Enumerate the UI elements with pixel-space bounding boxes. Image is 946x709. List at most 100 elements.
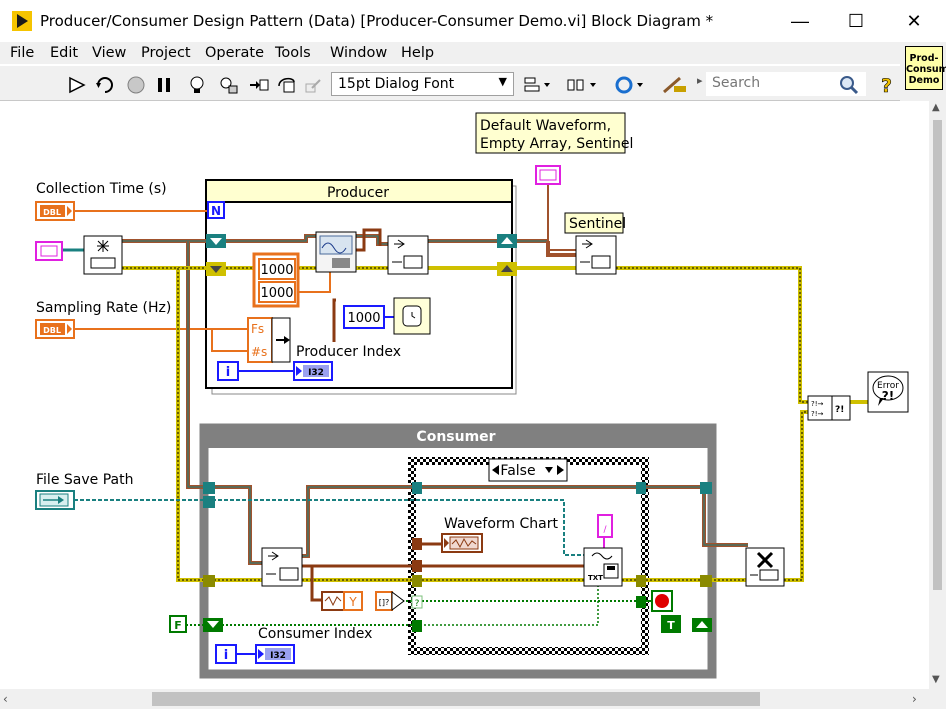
pause-icon[interactable] [153,74,175,96]
step-into-icon[interactable] [248,74,270,96]
scroll-left-arrow-icon[interactable]: ‹ [3,692,8,706]
waveform-chart-label: Waveform Chart [444,516,559,532]
menu-project[interactable]: Project [141,45,191,61]
constant-1000-a: 1000 [260,263,293,278]
enqueue-element-producer[interactable] [388,236,428,274]
step-over-icon[interactable] [276,74,298,96]
n-terminal-label: N [211,204,221,218]
scroll-right-arrow-icon[interactable]: › [912,692,917,706]
consumer-right-tunnel-error [700,575,712,587]
wait-ms-node[interactable] [394,298,430,334]
release-queue-node[interactable] [746,548,784,586]
scroll-corner [929,689,946,709]
default-waveform-note: Default Waveform, Empty Array, Sentinel [476,113,633,153]
close-button[interactable]: ✕ [894,6,934,36]
menu-edit[interactable]: Edit [50,45,78,61]
menu-view[interactable]: View [92,45,126,61]
maximize-button[interactable]: ☐ [836,6,876,36]
empty-array-check-node[interactable]: []? [376,592,404,610]
collection-time-control[interactable]: DBL [36,202,74,220]
menu-help[interactable]: Help [401,45,434,61]
simple-error-handler-node[interactable]: Error ?! [868,372,908,412]
consumer-title: Consumer [416,429,495,445]
array-constant-1000[interactable]: 1000 1000 [254,254,298,306]
consumer-index-label: Consumer Index [258,626,372,642]
menu-bar: File Edit View Project Operate Tools Win… [0,42,900,64]
consumer-left-tunnel-queue [203,482,215,494]
search-chevron-icon: ▸ [697,74,703,87]
note-line-1: Default Waveform, [480,118,611,134]
vi-icon-line-2: Consum [906,64,942,75]
scroll-down-arrow-icon[interactable]: ▼ [932,674,940,685]
wait-ms-constant[interactable]: 1000 [344,306,384,328]
sampling-rate-label: Sampling Rate (Hz) [36,300,171,316]
collection-time-dbl: DBL [43,208,61,217]
svg-text:?: ? [881,75,892,96]
chevron-down-icon: ▼ [499,75,507,88]
vi-icon-line-3: Demo [906,75,942,86]
sentinel-label-box: Sentinel [565,213,626,233]
abort-icon[interactable] [125,74,147,96]
file-save-path-control[interactable] [36,491,74,509]
write-waveform-to-file-node[interactable]: TXT [584,548,622,586]
window-title: Producer/Consumer Design Pattern (Data) … [40,12,713,30]
n-terminal[interactable]: N [208,202,224,218]
string-constant[interactable]: / [598,515,612,537]
get-waveform-components-node[interactable]: Y [322,592,362,610]
boolean-false-constant[interactable]: F [170,616,186,632]
font-dropdown[interactable]: 15pt Dialog Font ▼ [331,72,514,96]
boolean-true-constant[interactable]: T [662,616,680,632]
vi-connector-icon[interactable]: Prod- Consum Demo [905,46,943,90]
labview-app-icon [12,11,32,31]
producer-i-label: i [226,365,230,380]
dequeue-element-node[interactable] [262,548,302,586]
waveform-constant-sentinel[interactable] [536,166,560,184]
svg-text:?!: ?! [882,389,894,403]
producer-index-label: Producer Index [296,344,401,360]
consumer-right-tunnel-queue [700,482,712,494]
sampling-rate-control[interactable]: DBL [36,320,74,338]
reorder-icon[interactable] [613,74,647,96]
ns-label: #s [251,345,267,359]
waveform-chart-terminal[interactable] [442,534,482,552]
menu-operate[interactable]: Operate [205,45,264,61]
bundle-fs-ns[interactable]: Fs #s [248,318,290,362]
wait-const-value: 1000 [347,311,380,326]
merge-errors-node[interactable]: ?!→ ?!→ ?! [808,396,850,420]
menu-tools[interactable]: Tools [275,45,311,61]
fs-label: Fs [251,322,264,336]
run-continuously-icon[interactable] [94,74,116,96]
step-out-icon[interactable] [302,74,324,96]
producer-index-i32: I32 [308,368,324,378]
horizontal-scroll-thumb[interactable] [152,692,760,706]
consumer-index-indicator[interactable]: I32 [256,645,294,663]
clean-up-diagram-icon[interactable] [660,74,690,96]
context-help-icon[interactable]: ? [876,74,898,96]
producer-index-indicator[interactable]: I32 [294,362,332,380]
scroll-up-arrow-icon[interactable]: ▲ [932,102,940,113]
retain-wire-values-icon[interactable] [217,74,239,96]
vertical-scroll-thumb[interactable] [933,120,942,590]
minimize-button[interactable]: — [780,6,820,36]
menu-window[interactable]: Window [330,45,387,61]
vi-icon-line-1: Prod- [906,53,942,64]
svg-text:?!→: ?!→ [811,400,824,408]
case-selector-label: False [500,463,535,479]
obtain-queue-node[interactable] [84,236,122,274]
search-icon[interactable] [838,74,860,96]
distribute-objects-icon[interactable] [566,74,600,96]
sampling-rate-dbl: DBL [43,326,61,335]
menu-file[interactable]: File [10,45,34,61]
consumer-i-label: i [224,648,228,663]
font-dropdown-value: 15pt Dialog Font [338,76,454,92]
waveform-constant-left[interactable] [36,242,62,260]
enqueue-element-sentinel[interactable] [576,236,616,274]
svg-text:?!: ?! [835,405,844,415]
loop-stop-terminal[interactable] [652,591,672,611]
simulate-signal-vi[interactable] [316,232,356,272]
align-objects-icon[interactable] [522,74,554,96]
block-diagram-canvas[interactable]: Producer Consumer False [0,101,929,689]
highlight-execution-icon[interactable] [186,74,208,96]
consumer-left-tunnel-path [203,496,215,508]
run-arrow-icon[interactable] [66,74,88,96]
